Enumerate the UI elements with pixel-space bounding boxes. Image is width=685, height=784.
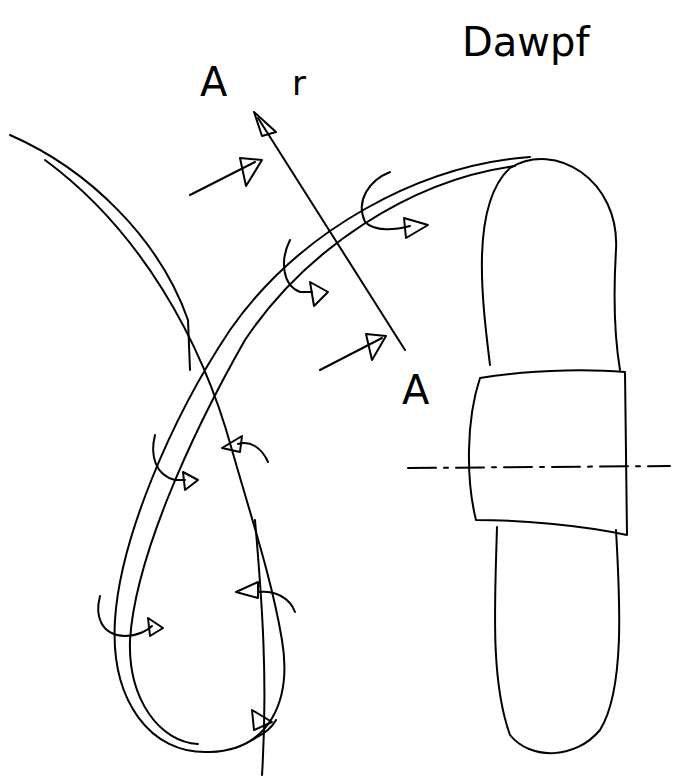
arrowhead: [252, 710, 272, 730]
arrowhead: [310, 282, 328, 306]
arrowhead: [183, 472, 198, 490]
arrowhead: [236, 582, 258, 598]
note-text: Dawpf: [462, 22, 590, 62]
flow-arrow: [320, 338, 382, 370]
curl-arrow: [98, 596, 152, 636]
arrowhead: [254, 112, 276, 136]
lower-blade: [495, 527, 619, 753]
curl-arrow: [238, 443, 268, 462]
section-letter: A: [402, 370, 429, 410]
arrowhead: [366, 334, 386, 360]
upper-blade: [482, 159, 620, 370]
section-outline-inner: [130, 166, 515, 744]
edge-line: [10, 135, 190, 370]
arrowhead: [404, 218, 428, 238]
section-line: [258, 118, 405, 350]
arrowhead: [240, 158, 262, 186]
hub: [469, 370, 627, 535]
curl-arrow: [284, 240, 312, 292]
section-letter: A: [200, 62, 227, 102]
section-letter: r: [292, 66, 306, 100]
arrowhead: [148, 618, 163, 636]
center-line: [408, 466, 670, 468]
arrowhead: [222, 436, 242, 452]
section-outline: [45, 157, 530, 752]
curl-arrow: [362, 172, 410, 229]
curl-arrow: [258, 592, 295, 612]
curl-arrow: [153, 435, 185, 480]
